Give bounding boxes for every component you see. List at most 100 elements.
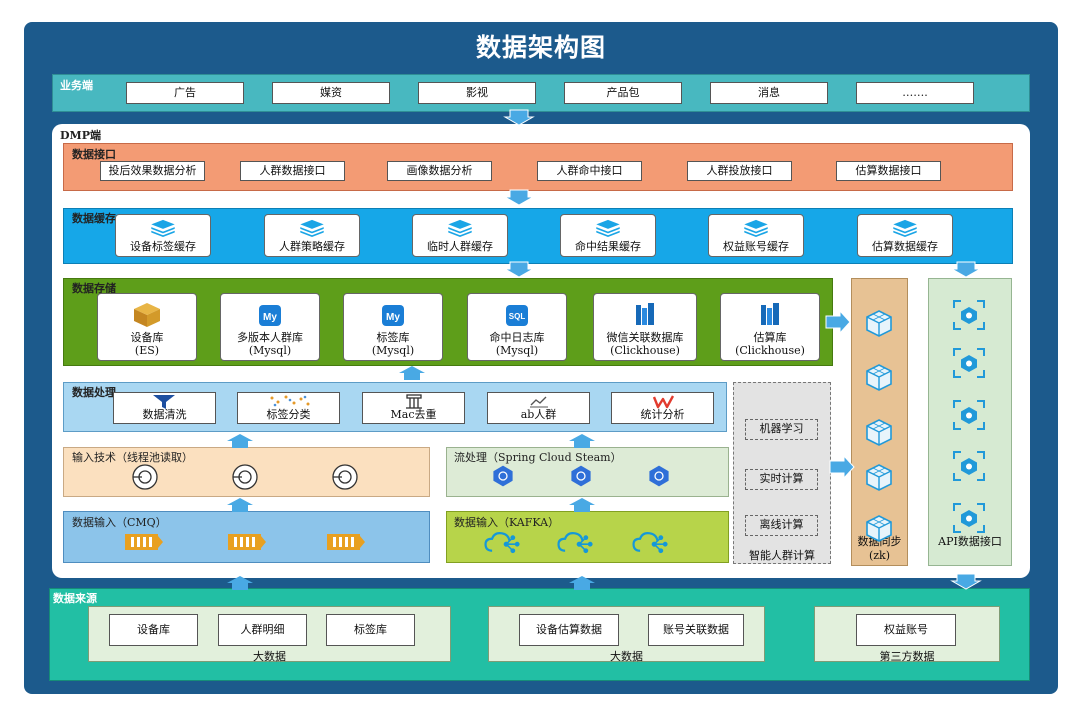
- server-icon: [406, 394, 422, 409]
- source-item-rights-account: 权益账号: [856, 614, 956, 646]
- source-item-device-estimate: 设备估算数据: [519, 614, 619, 646]
- elasticsearch-icon: [134, 302, 160, 327]
- business-item-video: 影视: [418, 82, 536, 104]
- source-item-device: 设备库: [109, 614, 198, 646]
- smart-item-ml: 机器学习: [745, 419, 818, 440]
- processing-item-cleaning: 数据清洗: [113, 392, 216, 424]
- cache-card-crowd-strategy: 人群策略缓存: [264, 214, 360, 257]
- kafka-cloud-icon: [632, 532, 668, 554]
- processing-item-label: 标签分类: [266, 407, 311, 421]
- storage-card-device-es: 设备库 (ES): [97, 293, 197, 361]
- processing-item-label: 数据清洗: [142, 407, 187, 421]
- cache-stack-icon: [893, 219, 917, 237]
- clickhouse-icon: [636, 302, 654, 325]
- kafka-cloud-icon: [484, 532, 520, 554]
- kafka-cloud-icon: [557, 532, 593, 554]
- processing-item-mac-dedup: Mac去重: [362, 392, 465, 424]
- cache-card-hit-result: 命中结果缓存: [560, 214, 656, 257]
- source-item-crowd-detail: 人群明细: [218, 614, 307, 646]
- processing-item-label: Mac去重: [390, 407, 437, 421]
- cache-item-label: 设备标签缓存: [130, 239, 196, 253]
- source-group-caption: 大数据: [253, 650, 286, 663]
- storage-item-engine: (Clickhouse): [610, 343, 680, 357]
- storage-card-estimate: 估算库 (Clickhouse): [720, 293, 820, 361]
- cache-stack-icon: [448, 219, 472, 237]
- svg-text:My: My: [263, 312, 277, 323]
- clickhouse-icon: [761, 302, 779, 325]
- cache-item-label: 人群策略缓存: [279, 239, 345, 253]
- thread-read-icon: [232, 464, 258, 490]
- storage-item-engine: (Mysql): [371, 343, 415, 357]
- storage-card-hit-log: SQL 命中日志库 (Mysql): [467, 293, 567, 361]
- interface-item-profile: 画像数据分析: [387, 161, 492, 181]
- stream-label: 流处理（Spring Cloud Steam）: [454, 451, 622, 464]
- thread-read-icon: [132, 464, 158, 490]
- interface-item-hit: 人群命中接口: [537, 161, 642, 181]
- api-label: API数据接口: [932, 535, 1008, 549]
- source-item-account-link: 账号关联数据: [648, 614, 744, 646]
- business-item-package: 产品包: [564, 82, 682, 104]
- business-layer-label: 业务端: [60, 79, 93, 92]
- cache-item-label: 命中结果缓存: [575, 239, 641, 253]
- interface-item-delivery: 人群投放接口: [687, 161, 792, 181]
- input-cmq-label: 数据输入（CMQ）: [72, 516, 167, 529]
- source-group-caption: 大数据: [610, 650, 643, 663]
- processing-item-label: ab人群: [520, 407, 557, 421]
- smart-item-realtime: 实时计算: [745, 469, 818, 490]
- storage-item-engine: (ES): [134, 343, 160, 357]
- storage-item-name: 估算库: [753, 330, 787, 344]
- storage-item-name: 命中日志库: [489, 330, 545, 344]
- dmp-label: DMP端: [60, 129, 101, 142]
- storage-item-engine: (Mysql): [495, 343, 539, 357]
- stream-node-icon: [649, 465, 669, 487]
- smart-compute-label: 智能人群计算: [749, 549, 815, 562]
- stream-node-icon: [571, 465, 591, 487]
- storage-item-name: 设备库: [130, 330, 164, 344]
- storage-item-engine: (Clickhouse): [735, 343, 805, 357]
- thread-read-icon: [332, 464, 358, 490]
- business-item-media: 媒资: [272, 82, 390, 104]
- interface-item-crowd: 人群数据接口: [240, 161, 345, 181]
- storage-item-name: 微信关联数据库: [606, 330, 684, 344]
- storage-card-multiversion-crowd: My 多版本人群库 (Mysql): [220, 293, 320, 361]
- cache-item-label: 估算数据缓存: [872, 239, 938, 253]
- storage-layer-label: 数据存储: [72, 282, 116, 295]
- cache-stack-icon: [744, 219, 768, 237]
- interface-item-estimate: 估算数据接口: [836, 161, 941, 181]
- input-kafka-label: 数据输入（KAFKA）: [454, 516, 560, 529]
- processing-item-tag-class: 标签分类: [237, 392, 340, 424]
- source-group-caption: 第三方数据: [879, 650, 935, 663]
- sync-label: 数据同步(zk): [851, 535, 908, 564]
- interface-item-effect: 投后效果数据分析: [100, 161, 205, 181]
- cache-card-rights-account: 权益账号缓存: [708, 214, 804, 257]
- business-item-message: 消息: [710, 82, 828, 104]
- cache-card-temp-crowd: 临时人群缓存: [412, 214, 508, 257]
- api-column: [928, 278, 1012, 566]
- business-item-more: …….: [856, 82, 974, 104]
- sync-label-text: 数据同步(zk): [857, 535, 902, 563]
- queue-icon: [125, 534, 163, 550]
- business-item-ad: 广告: [126, 82, 244, 104]
- queue-icon: [228, 534, 266, 550]
- cache-layer: [63, 208, 1013, 264]
- processing-item-ab-crowd: ab人群: [487, 392, 590, 424]
- storage-card-tag: My 标签库 (Mysql): [343, 293, 443, 361]
- cache-item-label: 临时人群缓存: [427, 239, 493, 253]
- funnel-icon: [153, 395, 175, 409]
- svg-text:My: My: [386, 312, 400, 323]
- cache-item-label: 权益账号缓存: [723, 239, 789, 253]
- cache-stack-icon: [151, 219, 175, 237]
- diagram-title: 数据架构图: [475, 33, 606, 62]
- mysql-icon: My: [259, 304, 281, 326]
- storage-item-engine: (Mysql): [248, 343, 292, 357]
- api-label-text: API数据接口: [938, 535, 1002, 548]
- queue-icon: [327, 534, 365, 550]
- trend-chart-icon: [530, 396, 548, 408]
- tag-scatter-icon: [270, 395, 310, 407]
- cache-stack-icon: [596, 219, 620, 237]
- cache-card-device-tag: 设备标签缓存: [115, 214, 211, 257]
- cache-card-estimate: 估算数据缓存: [857, 214, 953, 257]
- processing-layer-label: 数据处理: [72, 386, 116, 399]
- stream-node-icon: [493, 465, 513, 487]
- processing-item-label: 统计分析: [640, 407, 685, 421]
